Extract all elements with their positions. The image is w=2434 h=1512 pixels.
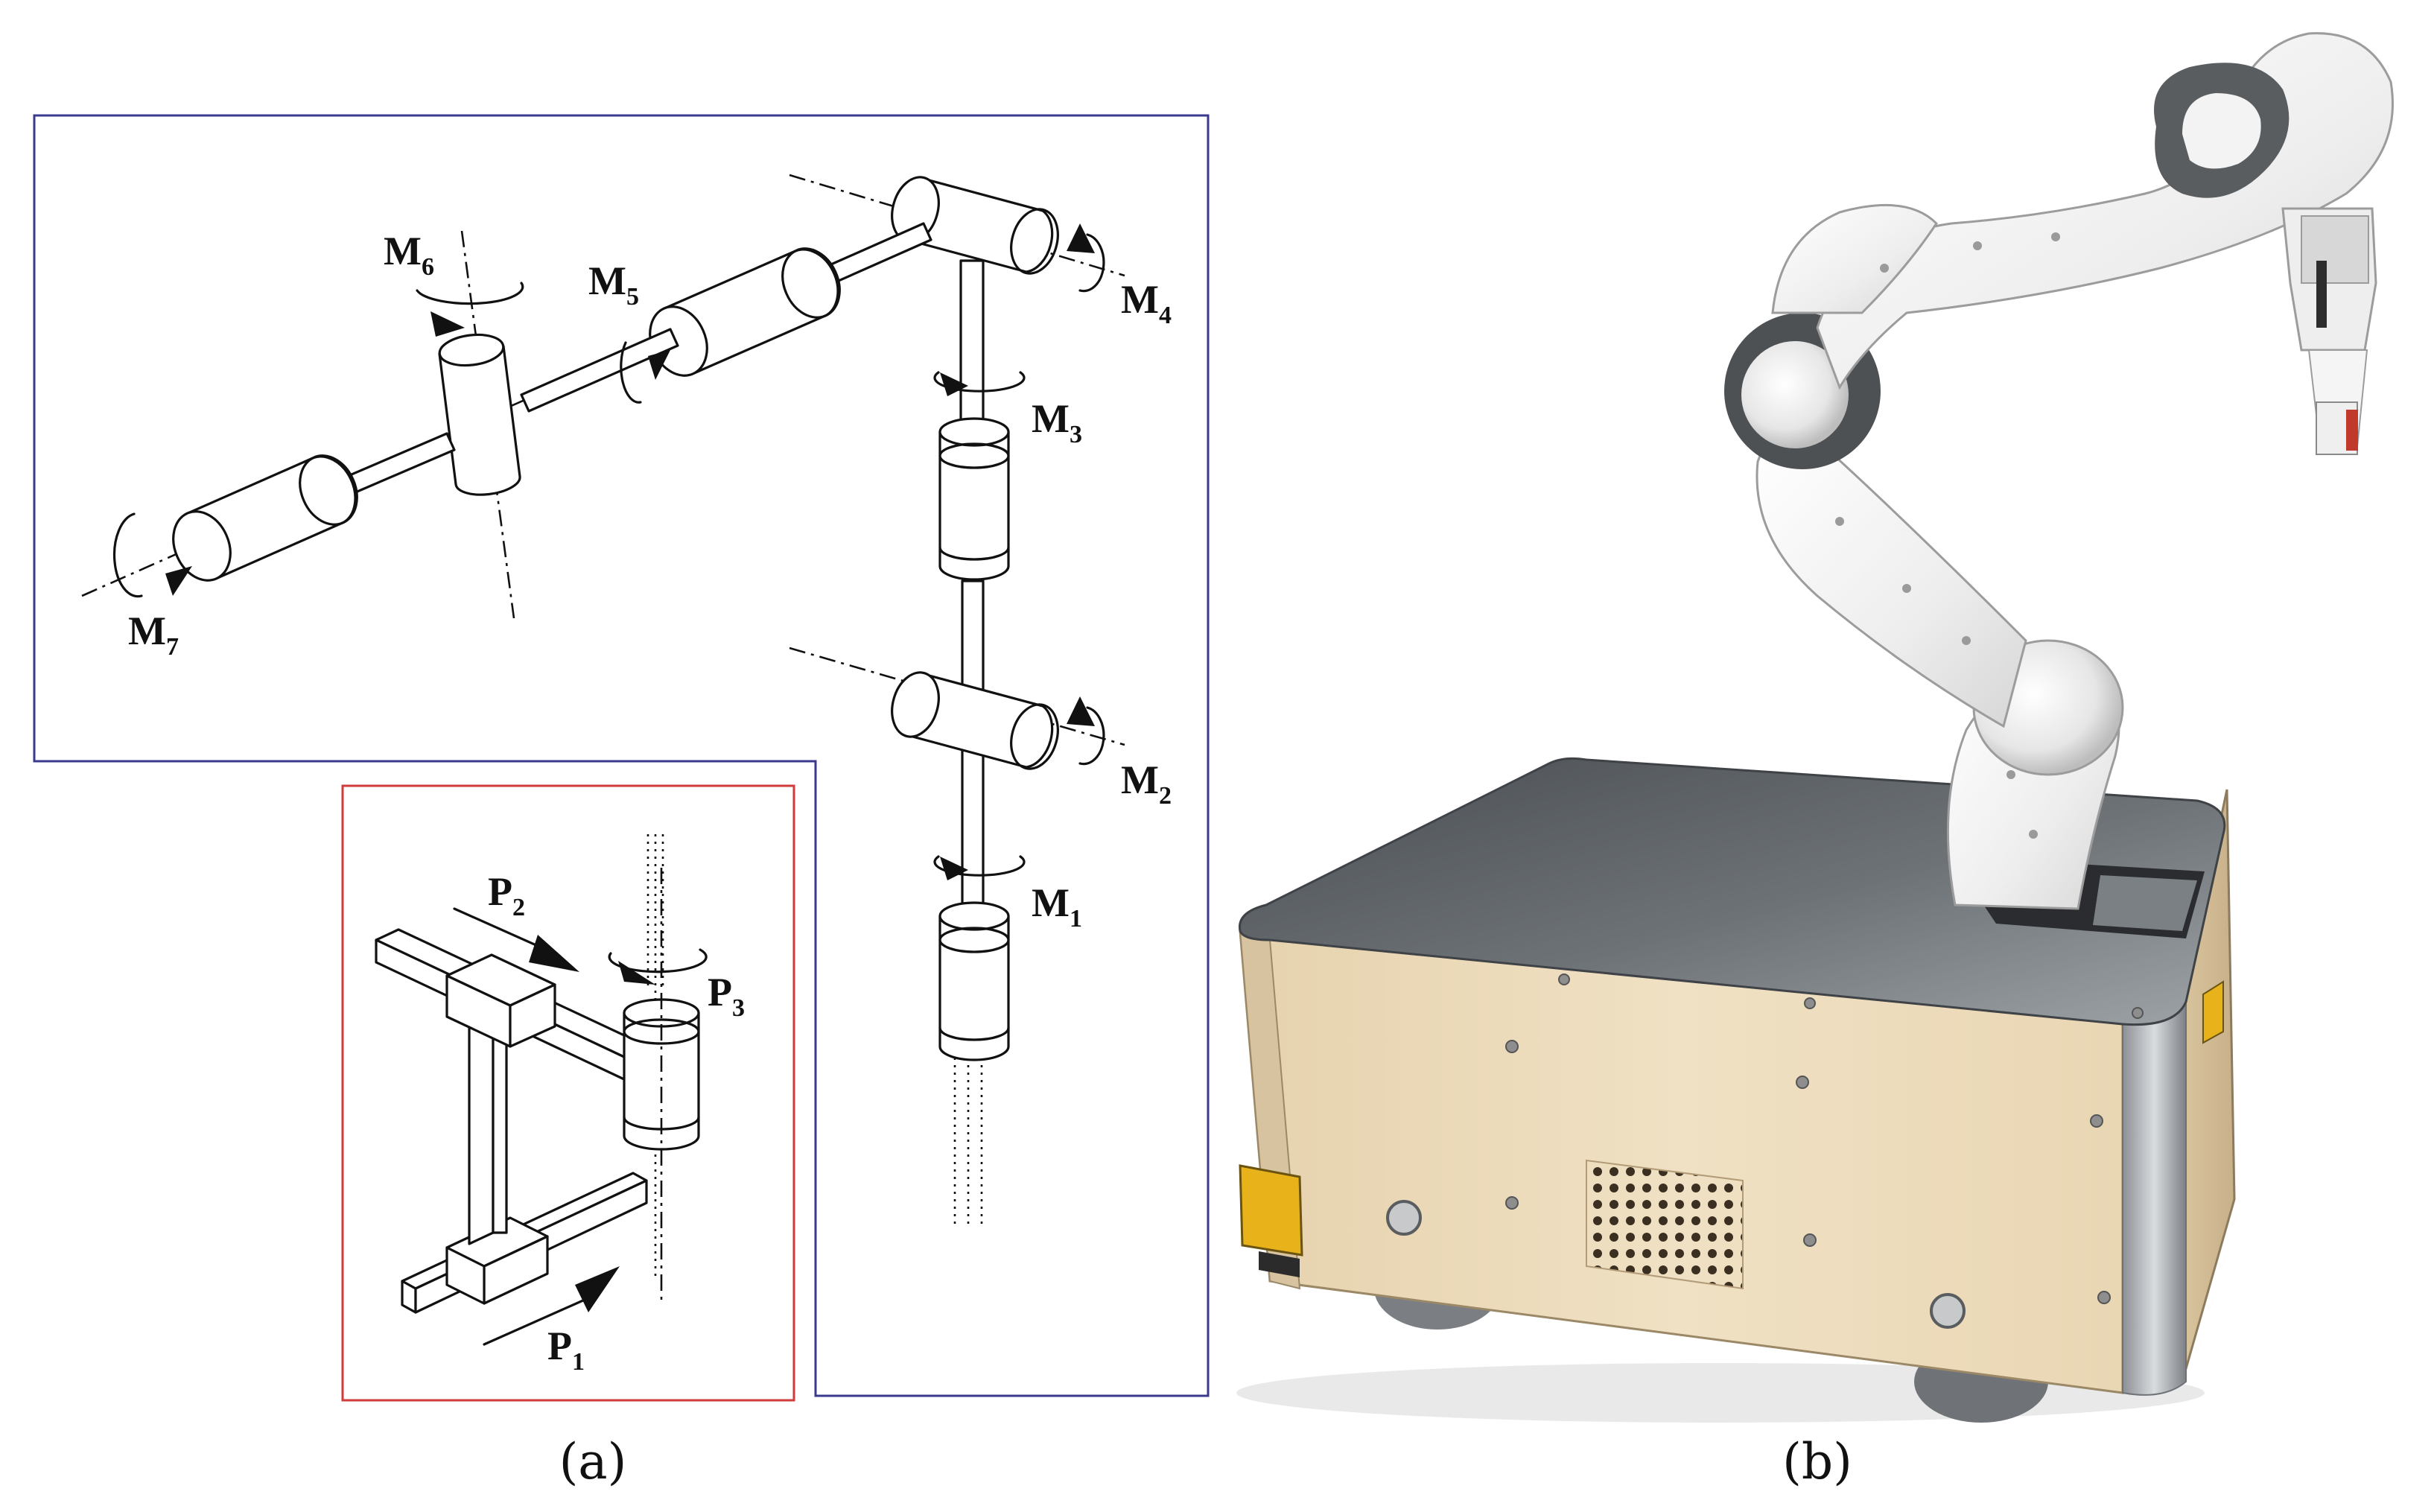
label-p1: P1 — [547, 1324, 585, 1376]
vent-grille — [1586, 1159, 1744, 1290]
label-m5: M5 — [588, 258, 639, 311]
joint-m2-cylinder — [789, 647, 1125, 770]
caption-a: (a) — [559, 1433, 627, 1490]
label-m7: M7 — [128, 609, 179, 661]
panel-a: M1 M2 M3 M4 M5 M6 M7 P1 P2 P3 (a) — [33, 114, 1210, 1490]
joint-m1-cylinder — [938, 901, 1010, 1061]
joint-m6-cylinder — [438, 230, 521, 619]
panel-screws — [1505, 973, 2144, 1304]
label-m6: M6 — [384, 229, 434, 281]
label-m1: M1 — [1032, 880, 1082, 933]
manipulator-column — [789, 174, 1125, 1229]
robot-arm — [1724, 32, 2394, 910]
platform-corner-profile — [2122, 1001, 2187, 1396]
label-m4: M4 — [1121, 277, 1172, 329]
caption-b: (b) — [1782, 1433, 1852, 1490]
joint-m7-cylinder — [172, 454, 358, 582]
label-p3: P3 — [708, 970, 745, 1022]
mobile-manipulator-photo — [1236, 32, 2394, 1423]
label-m2: M2 — [1121, 757, 1172, 810]
panel-b: (b) — [1236, 32, 2394, 1490]
manipulator-frame — [33, 114, 1210, 1397]
joint-labels: M1 M2 M3 M4 M5 M6 M7 P1 P2 P3 — [128, 229, 1172, 1376]
rotation-arrows — [112, 223, 1105, 880]
platform-frame — [341, 784, 795, 1402]
joint-m3-cylinder — [938, 417, 1010, 581]
mobile-platform-schematic — [375, 834, 708, 1346]
label-p2: P2 — [488, 869, 525, 921]
manipulator-arm — [81, 222, 932, 619]
label-m3: M3 — [1032, 396, 1082, 448]
safety-bumpers — [1239, 980, 2224, 1277]
